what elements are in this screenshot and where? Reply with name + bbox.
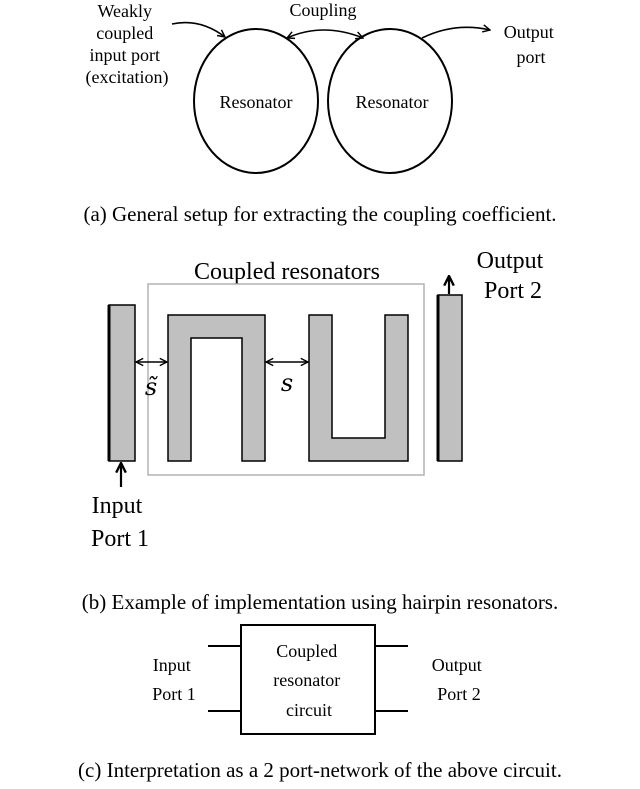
panel-b: Coupled resonators s̃ s Output Port 2 In… (82, 248, 558, 614)
input-feed-line (108, 304, 136, 462)
hairpin-resonator-2 (308, 314, 409, 462)
output-port-line: Output (504, 22, 554, 42)
input-port-1-label: Input Port 1 (91, 493, 149, 552)
resonator-right (327, 28, 453, 174)
network-output-line: Output (432, 655, 482, 675)
network-output-label: Output Port 2 (432, 655, 487, 704)
panel-c: Coupled resonator circuit Input Port 1 O… (78, 624, 562, 782)
input-port-1-line: Port 1 (91, 526, 149, 552)
coupled-resonators-frame (147, 283, 425, 476)
network-output-line: Port 2 (437, 684, 481, 704)
coupling-arrow (287, 29, 363, 38)
resonator-left (193, 28, 319, 174)
caption-b: (b) Example of implementation using hair… (82, 590, 558, 614)
input-port-1-line: Input (92, 493, 143, 519)
network-input-label: Input Port 1 (152, 655, 196, 704)
gap-input-symbol: s̃ (145, 373, 159, 401)
output-feed-line (437, 294, 463, 462)
network-input-line: Port 1 (152, 684, 196, 704)
resonator-left-label: Resonator (220, 92, 293, 112)
input-port-line: input port (90, 45, 161, 65)
input-port-line: Weakly (97, 1, 152, 21)
two-port-box (240, 624, 376, 735)
excitation-arrow (171, 21, 225, 37)
output-port-2-line: Output (477, 248, 544, 274)
output-port-line: port (517, 47, 546, 67)
coupling-label: Coupling (289, 0, 356, 20)
output-port-2-label: Output Port 2 (477, 248, 550, 304)
gap-coupling-symbol: s (281, 369, 293, 397)
two-port-box-line: Coupled (276, 641, 337, 661)
resonator-right-label: Resonator (356, 92, 429, 112)
two-port-box-line: resonator (273, 670, 340, 690)
input-port-line: coupled (96, 23, 153, 43)
output-port-2-line: Port 2 (484, 278, 542, 304)
caption-c: (c) Interpretation as a 2 port-network o… (78, 758, 562, 782)
hairpin-resonator-1 (167, 314, 266, 462)
output-arrow (421, 27, 490, 39)
network-input-line: Input (153, 655, 191, 675)
caption-a: (a) General setup for extracting the cou… (83, 202, 556, 226)
two-port-box-label: Coupled resonator circuit (273, 641, 344, 720)
input-port-line: (excitation) (86, 67, 169, 88)
two-port-box-line: circuit (286, 700, 332, 720)
input-port-label: Weakly coupled input port (excitation) (86, 1, 169, 88)
panel-a: Weakly coupled input port (excitation) C… (83, 0, 559, 226)
output-port-label: Output port (504, 22, 559, 67)
coupled-resonators-label: Coupled resonators (194, 259, 380, 285)
